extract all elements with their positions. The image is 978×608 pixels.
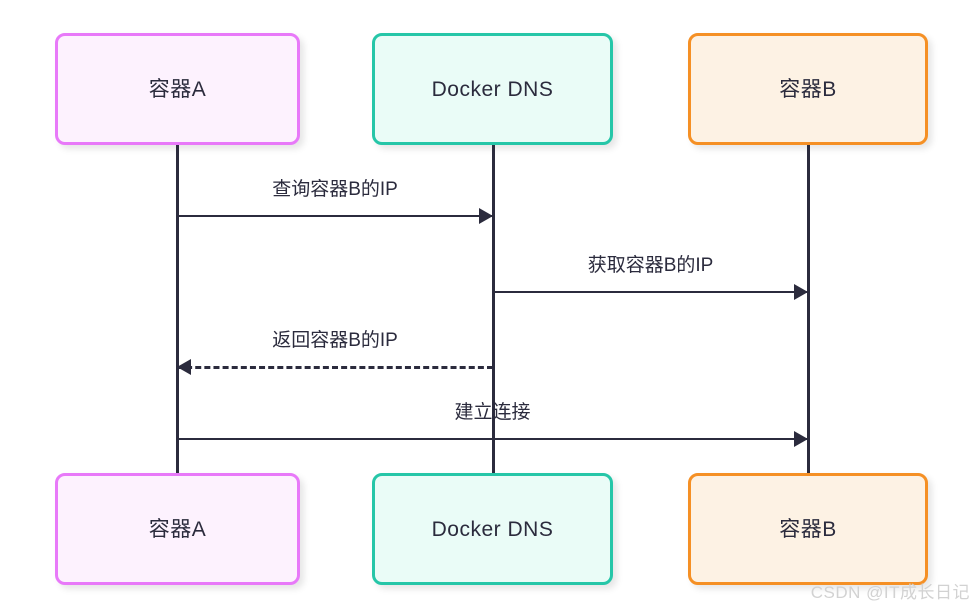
participant-box-bottom-container-b[interactable]: 容器B	[688, 473, 928, 585]
message-arrowhead-establish-connection	[794, 431, 808, 447]
participant-label-container-a-top: 容器A	[148, 77, 207, 101]
message-line-establish-connection	[177, 438, 808, 440]
message-line-query-ip	[177, 215, 493, 217]
message-label-establish-connection: 建立连接	[454, 402, 531, 423]
participant-box-bottom-docker-dns[interactable]: Docker DNS	[372, 473, 613, 585]
participant-box-top-container-b[interactable]: 容器B	[688, 33, 928, 145]
participant-box-top-container-a[interactable]: 容器A	[55, 33, 300, 145]
message-line-fetch-ip	[493, 291, 808, 293]
participant-label-container-b-bottom: 容器B	[779, 517, 837, 541]
participant-label-container-b-top: 容器B	[779, 77, 837, 101]
message-label-return-ip: 返回容器B的IP	[272, 330, 398, 351]
lifeline-container-a	[176, 145, 179, 473]
participant-box-top-docker-dns[interactable]: Docker DNS	[372, 33, 613, 145]
csdn-watermark: CSDN @IT成长日记	[810, 583, 970, 602]
participant-label-docker-dns-bottom: Docker DNS	[431, 517, 554, 541]
lifeline-container-b	[807, 145, 810, 473]
message-arrowhead-query-ip	[479, 208, 493, 224]
participant-label-container-a-bottom: 容器A	[148, 517, 207, 541]
lifeline-docker-dns	[492, 145, 495, 473]
message-arrowhead-fetch-ip	[794, 284, 808, 300]
participant-label-docker-dns-top: Docker DNS	[431, 77, 554, 101]
message-label-fetch-ip: 获取容器B的IP	[587, 255, 714, 276]
message-label-query-ip: 查询容器B的IP	[272, 179, 398, 200]
participant-box-bottom-container-a[interactable]: 容器A	[55, 473, 300, 585]
message-arrowhead-return-ip	[177, 359, 191, 375]
message-line-return-ip	[177, 366, 493, 369]
